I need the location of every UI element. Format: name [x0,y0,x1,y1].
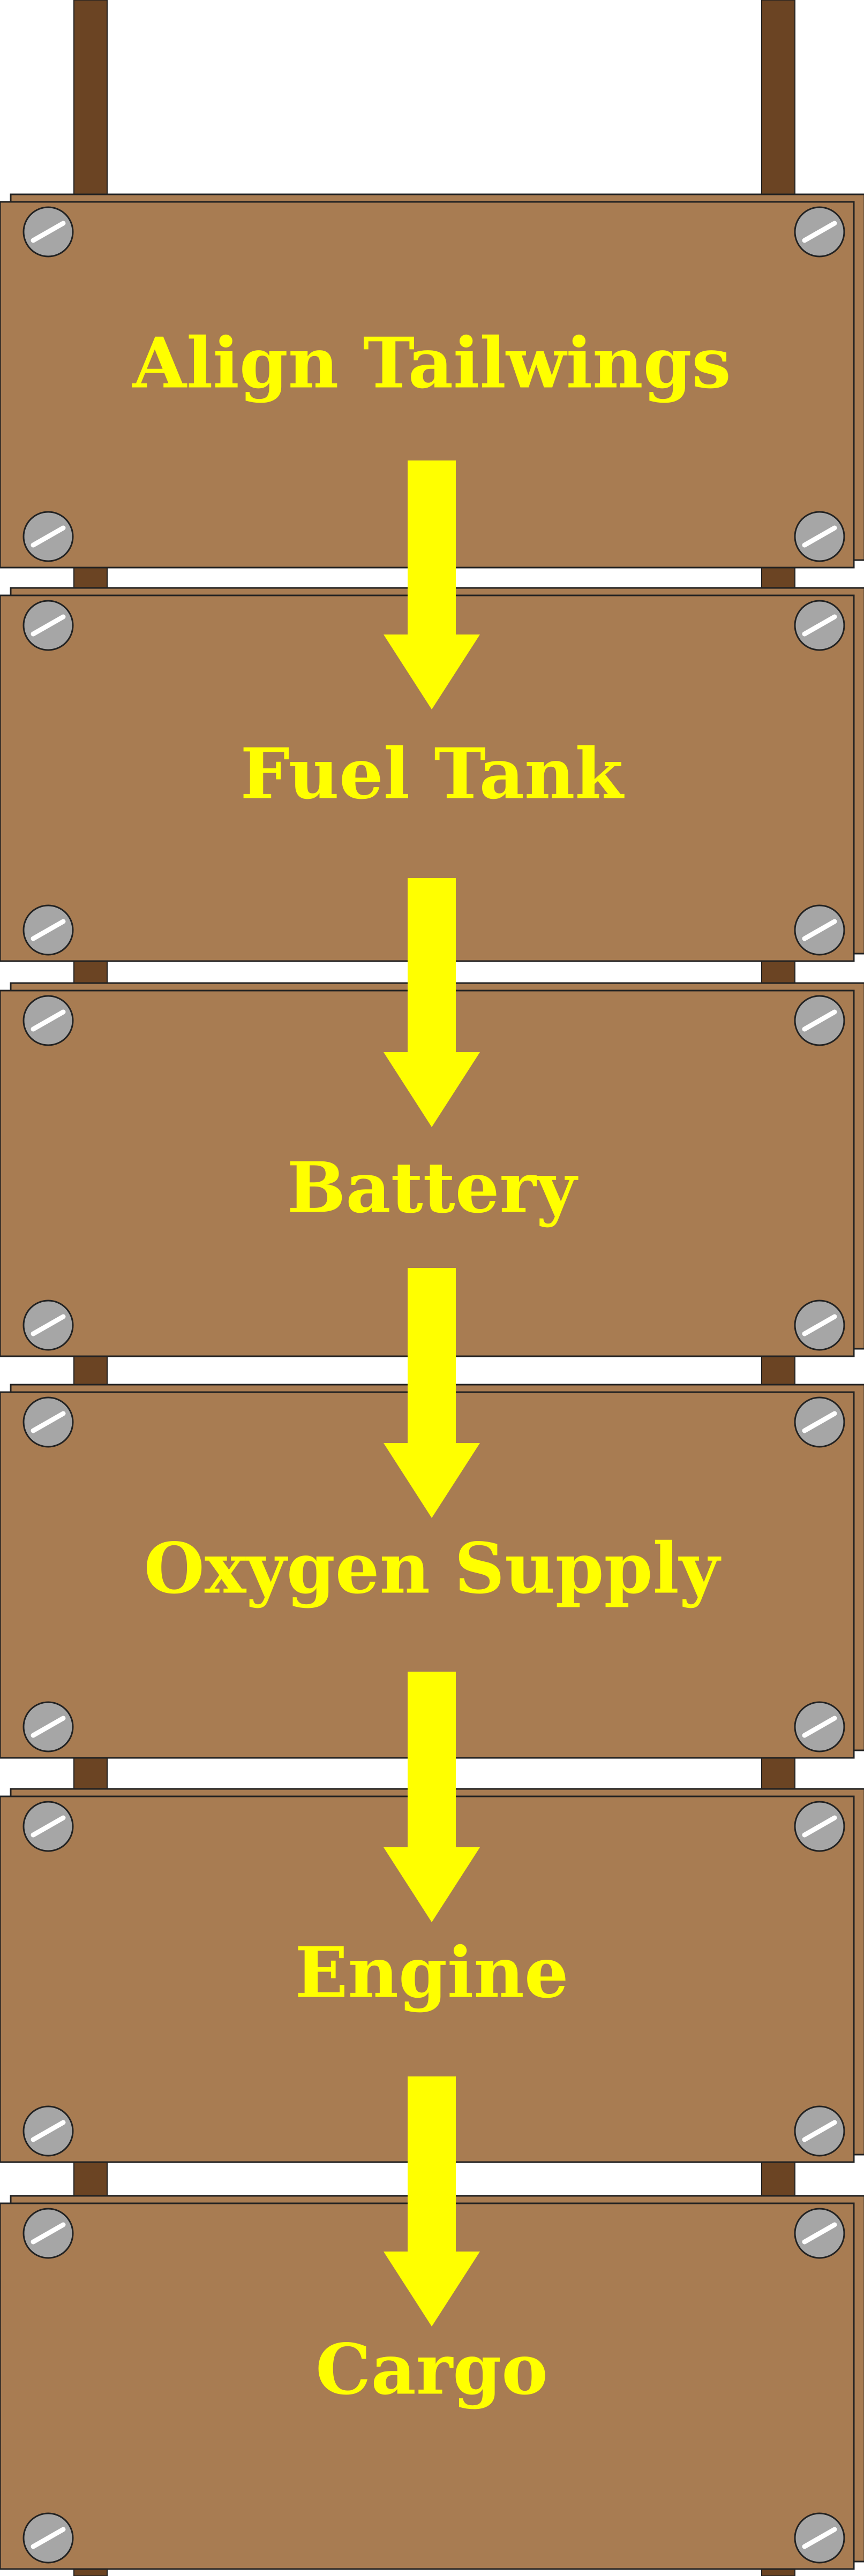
screw-icon [22,2512,74,2564]
screw-icon [794,1701,845,1752]
screw-icon [794,600,845,651]
step-label-align-tailwings: Align Tailwings [131,322,731,404]
screw-icon [794,2512,845,2564]
screw-icon [22,2208,74,2259]
screw-icon [22,1300,74,1351]
screw-icon [22,1701,74,1752]
step-label-fuel-tank: Fuel Tank [241,733,625,815]
screw-icon [794,1396,845,1448]
down-arrow-icon [384,460,480,709]
screw-icon [22,904,74,956]
screw-icon [22,1801,74,1852]
step-label-oxygen-supply: Oxygen Supply [144,1528,722,1610]
step-label-cargo: Cargo [315,2329,548,2411]
screw-icon [794,904,845,956]
screw-icon [22,600,74,651]
screw-icon [22,511,74,562]
screw-icon [794,206,845,258]
screw-icon [22,1396,74,1448]
screw-icon [794,1300,845,1351]
down-arrow-icon [384,878,480,1127]
screw-icon [22,2105,74,2157]
screw-icon [794,511,845,562]
step-arrows [384,460,480,2326]
down-arrow-icon [384,2076,480,2326]
screw-icon [22,206,74,258]
step-label-engine: Engine [295,1932,568,2014]
down-arrow-icon [384,1672,480,1922]
step-label-battery: Battery [287,1147,578,1229]
screw-icon [794,995,845,1046]
screw-icon [794,1801,845,1852]
screw-icon [22,995,74,1046]
screw-icon [794,2208,845,2259]
down-arrow-icon [384,1268,480,1518]
screw-icon [794,2105,845,2157]
